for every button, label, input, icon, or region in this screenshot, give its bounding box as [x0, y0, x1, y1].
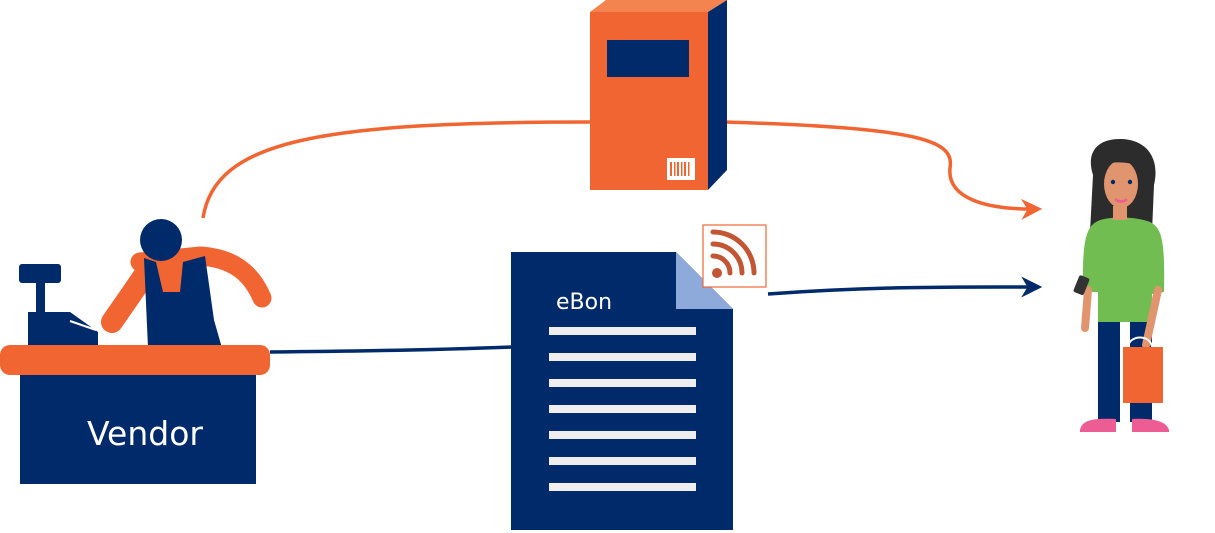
vendor: Vendor [0, 219, 272, 484]
cash-register-icon [19, 264, 98, 345]
barcode-icon [667, 158, 695, 180]
ebon-connector [269, 345, 513, 354]
document-label: eBon [556, 290, 612, 315]
wireless-signal-icon [702, 224, 767, 288]
counter-body [20, 375, 256, 484]
paper-receipt-connector [201, 120, 593, 219]
counter-top [0, 345, 270, 375]
receipt-printer-icon [590, 0, 727, 190]
vendor-label: Vendor [87, 414, 203, 453]
cashier-icon [101, 219, 272, 348]
paper-receipt-arrow [724, 120, 1043, 220]
ebon-arrow [767, 276, 1043, 298]
customer-icon [1073, 138, 1169, 432]
shopping-bag-icon [1123, 347, 1163, 403]
digital-receipt-document-icon: eBon [511, 252, 733, 530]
receipt-lines [549, 327, 696, 491]
